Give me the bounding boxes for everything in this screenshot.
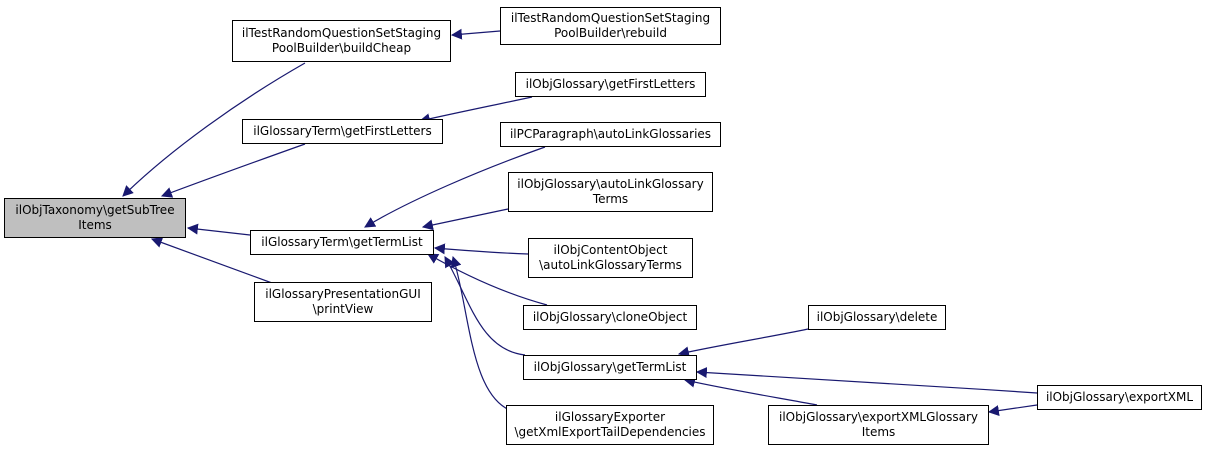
edge-og-first-letters-to-gt-first-letters [418,96,533,125]
node-og-export-xml-glossary-items[interactable]: ilObjGlossary\exportXMLGlossary Items [768,405,989,445]
node-exporter-tail-dependencies[interactable]: ilGlossaryExporter \getXmlExportTailDepe… [506,405,714,445]
edge-og-delete-to-og-term-list [677,328,809,358]
edge-og-export-xml-to-og-term-list [695,367,1038,394]
edge-og-clone-to-gt-term-list [427,253,548,306]
edge-gt-term-list-to-root [186,223,251,236]
node-gt-term-list[interactable]: ilGlossaryTerm\getTermList [250,230,434,255]
node-og-clone-object[interactable]: ilObjGlossary\cloneObject [523,305,697,330]
node-build-cheap[interactable]: ilTestRandomQuestionSetStaging PoolBuild… [232,20,451,62]
node-gt-first-letters[interactable]: ilGlossaryTerm\getFirstLetters [242,119,443,144]
edge-og-term-list-to-gt-term-list [444,256,526,356]
edge-exporter-to-gt-term-list [450,255,516,413]
node-og-export-xml[interactable]: ilObjGlossary\exportXML [1037,385,1202,410]
node-presentation-print-view[interactable]: ilGlossaryPresentationGUI \printView [254,282,432,322]
node-og-delete[interactable]: ilObjGlossary\delete [808,305,946,330]
edge-rebuild-to-build-cheap [450,28,501,40]
node-rebuild[interactable]: ilTestRandomQuestionSetStaging PoolBuild… [500,7,721,45]
edge-og-auto-link-to-gt-term-list [421,208,509,231]
node-og-get-term-list[interactable]: ilObjGlossary\getTermList [523,355,697,380]
edge-layer [122,28,1038,417]
edge-og-export-xml-to-og-export-items [987,404,1038,417]
edge-build-cheap-to-root [122,62,306,197]
edge-pc-auto-link-to-gt-term-list [364,146,546,228]
edge-gt-first-letters-to-root [160,143,306,198]
node-root-get-subtree-items: ilObjTaxonomy\getSubTree Items [4,198,186,238]
edge-og-export-items-to-og-term-list [683,376,818,406]
edge-co-auto-link-to-gt-term-list [433,243,529,255]
node-og-first-letters[interactable]: ilObjGlossary\getFirstLetters [515,72,706,97]
node-og-auto-link-glossary-terms[interactable]: ilObjGlossary\autoLinkGlossary Terms [508,172,713,212]
node-co-auto-link-glossary-terms[interactable]: ilObjContentObject \autoLinkGlossaryTerm… [528,238,693,278]
node-pc-auto-link-glossaries[interactable]: ilPCParagraph\autoLinkGlossaries [500,122,721,147]
edge-presentation-to-root [150,237,273,284]
